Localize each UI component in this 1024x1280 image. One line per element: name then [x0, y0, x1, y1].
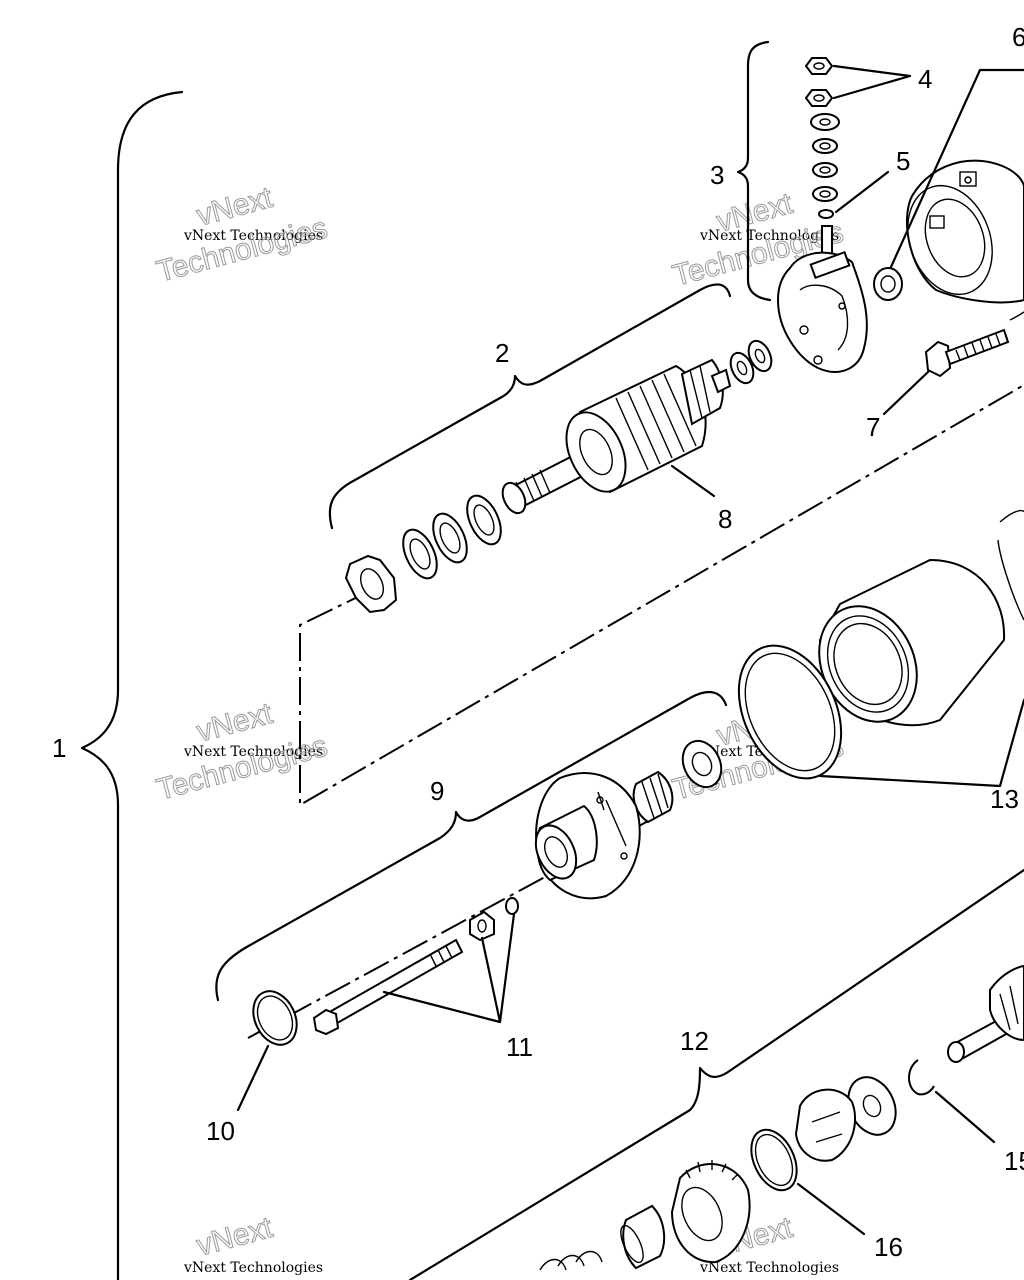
through-bolt-11 — [312, 897, 519, 1036]
end-cover-6 — [905, 159, 1024, 304]
watermark-big-text: vNext — [193, 181, 276, 233]
bushing — [873, 267, 903, 301]
brush-holder-plate — [776, 225, 868, 373]
callout-10: 10 — [206, 1116, 235, 1146]
field-housing-13 — [818, 509, 1024, 727]
watermark-bottom-left: vNext vNext Technologies — [183, 1210, 323, 1276]
leader-13 — [818, 698, 1024, 788]
watermark-text: vNext Technologies — [183, 1260, 323, 1276]
armature-8 — [501, 358, 732, 515]
needle-bearing — [632, 770, 674, 824]
callout-6: 6 — [1012, 22, 1024, 52]
callout-16: 16 — [874, 1232, 903, 1262]
centerline-through-bolt — [247, 819, 651, 1039]
watermark-text: vNext Technologies — [699, 228, 839, 244]
brace-group-12 — [408, 868, 1024, 1280]
watermark-big-text: vNext — [193, 1211, 276, 1263]
callout-11: 11 — [506, 1032, 533, 1062]
callout-5: 5 — [896, 146, 910, 176]
centerline-armature — [299, 384, 1024, 807]
watermark-text: vNext Technologies — [183, 228, 323, 244]
leader-15 — [934, 1090, 996, 1144]
nut-washer-stack-4 — [804, 57, 840, 219]
leader-8 — [670, 464, 716, 498]
leader-4a — [832, 64, 912, 78]
callout-1: 1 — [52, 733, 66, 763]
o-ring-13 — [737, 644, 843, 780]
leader-4b — [832, 74, 912, 100]
callout-7: 7 — [866, 412, 880, 442]
armature-washers — [402, 494, 502, 580]
brace-assembly-1 — [80, 90, 184, 1280]
stop-collar — [794, 1088, 857, 1162]
thrust-washer — [847, 1076, 897, 1136]
o-ring-10 — [252, 990, 298, 1046]
spring-ring-16 — [750, 1128, 798, 1192]
watermark-text: vNext Technologies — [699, 1260, 839, 1276]
watermark-big-text: Technologies — [153, 730, 331, 807]
watermark-top-left: vNext vNext Technologies Technologies — [153, 180, 332, 289]
sleeve — [620, 1204, 666, 1270]
lock-washer-plate — [344, 554, 398, 614]
callout-4: 4 — [918, 64, 932, 94]
brace-group-3 — [736, 40, 772, 302]
watermark-big-text: Technologies — [153, 212, 331, 289]
leader-6 — [884, 68, 1024, 280]
callout-2: 2 — [495, 338, 509, 368]
leader-16 — [796, 1182, 866, 1236]
callout-12: 12 — [680, 1026, 709, 1056]
callout-3: 3 — [710, 160, 724, 190]
leader-7 — [882, 370, 930, 416]
ball-bearing — [681, 739, 723, 789]
callout-15: 15 — [1004, 1146, 1024, 1176]
snap-ring-15 — [908, 1059, 935, 1096]
watermark-text: vNext Technologies — [183, 744, 323, 760]
drive-end-housing-9 — [534, 772, 641, 900]
leader-5 — [834, 170, 890, 214]
screw-7 — [924, 311, 1024, 378]
leader-11 — [382, 912, 516, 1024]
pinion-shaft — [947, 964, 1024, 1063]
brace-group-9 — [215, 690, 728, 1002]
callout-13: 13 — [990, 784, 1019, 814]
watermark-mid-left: vNext vNext Technologies Technologies — [153, 696, 332, 807]
callout-8: 8 — [718, 504, 732, 534]
callout-9: 9 — [430, 776, 444, 806]
leader-10 — [236, 1044, 270, 1112]
pinion-gear — [670, 1160, 751, 1264]
watermark-big-text: vNext — [193, 697, 276, 749]
drive-spring — [539, 1250, 603, 1271]
brace-group-2 — [328, 283, 732, 530]
commutator-washers — [729, 339, 773, 385]
